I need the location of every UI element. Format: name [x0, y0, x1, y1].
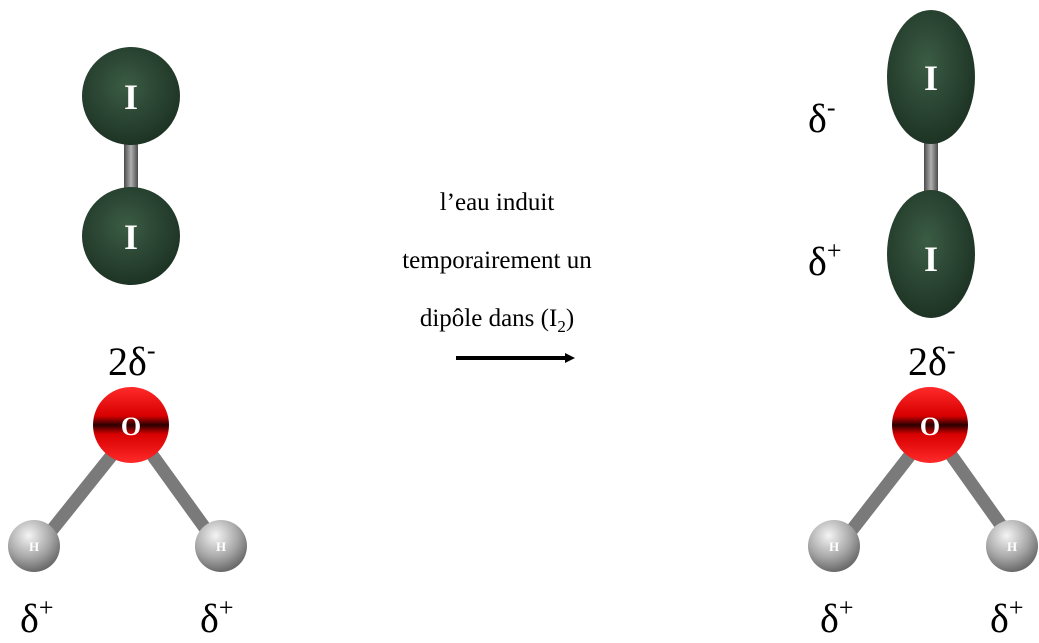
right-iodine-top-atom — [887, 10, 975, 144]
left-oh-bond-right — [138, 438, 217, 542]
left-oxygen-charge-coef: 2δ — [108, 339, 147, 384]
right-hydrogen-right-charge: δ+ — [990, 593, 1024, 641]
left-oxygen-atom — [93, 387, 169, 463]
left-hydrogen-right-charge-sign: + — [219, 593, 234, 622]
left-iodine-molecule: I I — [82, 47, 180, 285]
right-iodine-bond — [924, 130, 938, 210]
right-iodine-top-charge-sign: - — [827, 93, 836, 122]
caption-line-3-subscript: 2 — [557, 317, 566, 336]
right-water-molecule: O H H — [808, 387, 1038, 572]
right-hydrogen-right-charge-sign: + — [1009, 593, 1024, 622]
caption-line-1: l’eau induit — [440, 189, 555, 216]
left-oxygen-label: O — [121, 412, 141, 441]
left-hydrogen-right-charge: δ+ — [200, 593, 234, 641]
caption-line-3: dipôle dans (I2) — [420, 305, 574, 336]
right-iodine-top-label: I — [924, 58, 938, 98]
right-iodine-bottom-charge: δ+ — [808, 236, 842, 284]
right-iodine-top-charge-sym: δ — [808, 96, 827, 141]
left-hydrogen-right-charge-sym: δ — [200, 596, 219, 641]
caption-line-2: temporairement un — [402, 247, 592, 274]
left-oxygen-charge-sign: - — [147, 336, 156, 365]
right-hydrogen-left-charge-sign: + — [839, 593, 854, 622]
left-iodine-top-label: I — [124, 77, 138, 117]
right-oh-bond-left — [841, 438, 925, 542]
left-oxygen-charge: 2δ- — [108, 336, 156, 384]
caption-line-3-suffix: ) — [566, 305, 574, 332]
right-oxygen-charge-sign: - — [947, 336, 956, 365]
right-oxygen-charge-coef: 2δ — [908, 339, 947, 384]
left-iodine-bottom-label: I — [124, 217, 138, 257]
right-hydrogen-right-label: H — [1007, 539, 1017, 554]
right-oh-bond-right — [937, 438, 1015, 542]
left-hydrogen-left-label: H — [29, 539, 39, 554]
left-hydrogen-left-charge: δ+ — [20, 593, 54, 641]
right-oxygen-atom — [892, 387, 968, 463]
left-water-molecule: O H H — [8, 387, 247, 572]
right-hydrogen-left-label: H — [829, 539, 839, 554]
right-oxygen-label: O — [920, 412, 940, 441]
right-hydrogen-right-charge-sym: δ — [990, 596, 1009, 641]
right-hydrogen-left-charge-sym: δ — [820, 596, 839, 641]
caption-line-3-prefix: dipôle dans (I — [420, 305, 557, 332]
right-iodine-molecule: I I — [887, 10, 975, 318]
left-iodine-bottom-atom — [82, 187, 180, 285]
right-oxygen-charge: 2δ- — [908, 336, 956, 384]
left-hydrogen-left-charge-sym: δ — [20, 596, 39, 641]
left-iodine-top-atom — [82, 47, 180, 145]
left-hydrogen-left-atom — [8, 520, 60, 572]
center-caption: l’eau induit temporairement un dipôle da… — [402, 189, 592, 336]
left-oh-bond-left — [41, 438, 127, 542]
right-iodine-bottom-atom — [887, 190, 975, 318]
right-iodine-top-charge: δ- — [808, 93, 836, 141]
right-iodine-bottom-charge-sign: + — [827, 236, 842, 265]
right-iodine-bottom-label: I — [924, 239, 938, 279]
left-hydrogen-right-label: H — [216, 539, 226, 554]
left-hydrogen-left-charge-sign: + — [39, 593, 54, 622]
right-hydrogen-right-atom — [986, 520, 1038, 572]
right-iodine-bottom-charge-sym: δ — [808, 239, 827, 284]
right-hydrogen-left-atom — [808, 520, 860, 572]
left-hydrogen-right-atom — [195, 520, 247, 572]
right-hydrogen-left-charge: δ+ — [820, 593, 854, 641]
